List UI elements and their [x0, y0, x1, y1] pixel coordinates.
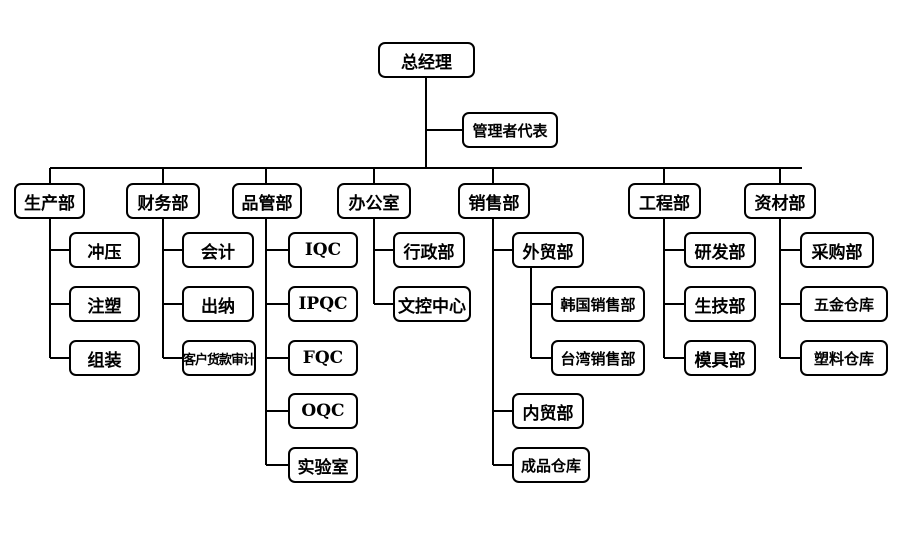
unit-foreign-trade-box: 外贸部: [512, 232, 584, 268]
unit-domestic-trade-box: 内贸部: [512, 393, 584, 429]
unit-oqc-box: OQC: [288, 393, 358, 429]
dept-materials-box: 资材部: [744, 183, 816, 219]
unit-rnd-box: 研发部: [684, 232, 756, 268]
unit-stamping-box: 冲压: [69, 232, 140, 268]
dept-finance-box: 财务部: [126, 183, 200, 219]
unit-document-control-box: 文控中心: [393, 286, 471, 322]
unit-fqc-box: FQC: [288, 340, 358, 376]
unit-cashier-box: 出纳: [182, 286, 254, 322]
unit-injection-box: 注塑: [69, 286, 140, 322]
unit-tooling-box: 模具部: [684, 340, 756, 376]
dept-office-box: 办公室: [337, 183, 411, 219]
unit-taiwan-sales-box: 台湾销售部: [551, 340, 645, 376]
unit-plastic-warehouse-box: 塑料仓库: [800, 340, 888, 376]
unit-hardware-warehouse-box: 五金仓库: [800, 286, 888, 322]
unit-administration-box: 行政部: [393, 232, 465, 268]
unit-ipqc-box: IPQC: [288, 286, 358, 322]
dept-sales-box: 销售部: [458, 183, 530, 219]
unit-accounting-box: 会计: [182, 232, 254, 268]
unit-production-tech-box: 生技部: [684, 286, 756, 322]
unit-laboratory-box: 实验室: [288, 447, 358, 483]
dept-production-box: 生产部: [14, 183, 85, 219]
dept-quality-box: 品管部: [232, 183, 302, 219]
general-manager-box: 总经理: [378, 42, 475, 78]
unit-korea-sales-box: 韩国销售部: [551, 286, 645, 322]
unit-receivables-audit-box: 客户货款审计: [182, 340, 256, 376]
unit-finished-goods-warehouse-box: 成品仓库: [512, 447, 590, 483]
unit-purchasing-box: 采购部: [800, 232, 874, 268]
dept-engineering-box: 工程部: [628, 183, 701, 219]
management-representative-box: 管理者代表: [462, 112, 558, 148]
unit-assembly-box: 组装: [69, 340, 140, 376]
unit-iqc-box: IQC: [288, 232, 358, 268]
